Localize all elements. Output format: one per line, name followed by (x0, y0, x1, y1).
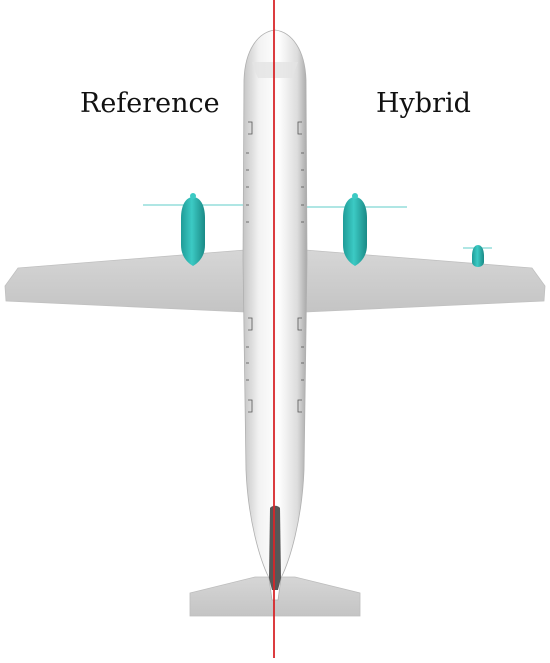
right-engine-nacelle (343, 197, 367, 266)
right-spinner (352, 193, 358, 199)
left-engine-nacelle (181, 197, 205, 266)
wingtip-engine-nacelle (472, 245, 484, 267)
fuselage (242, 29, 308, 601)
right-fuselage-panel-lines (297, 121, 304, 413)
left-fuselage-panel-lines (246, 121, 253, 413)
hybrid-label: Hybrid (376, 88, 471, 119)
left-spinner (190, 193, 196, 199)
cockpit-shade (252, 62, 298, 78)
reference-label: Reference (80, 88, 220, 119)
tail-cone (269, 505, 281, 590)
